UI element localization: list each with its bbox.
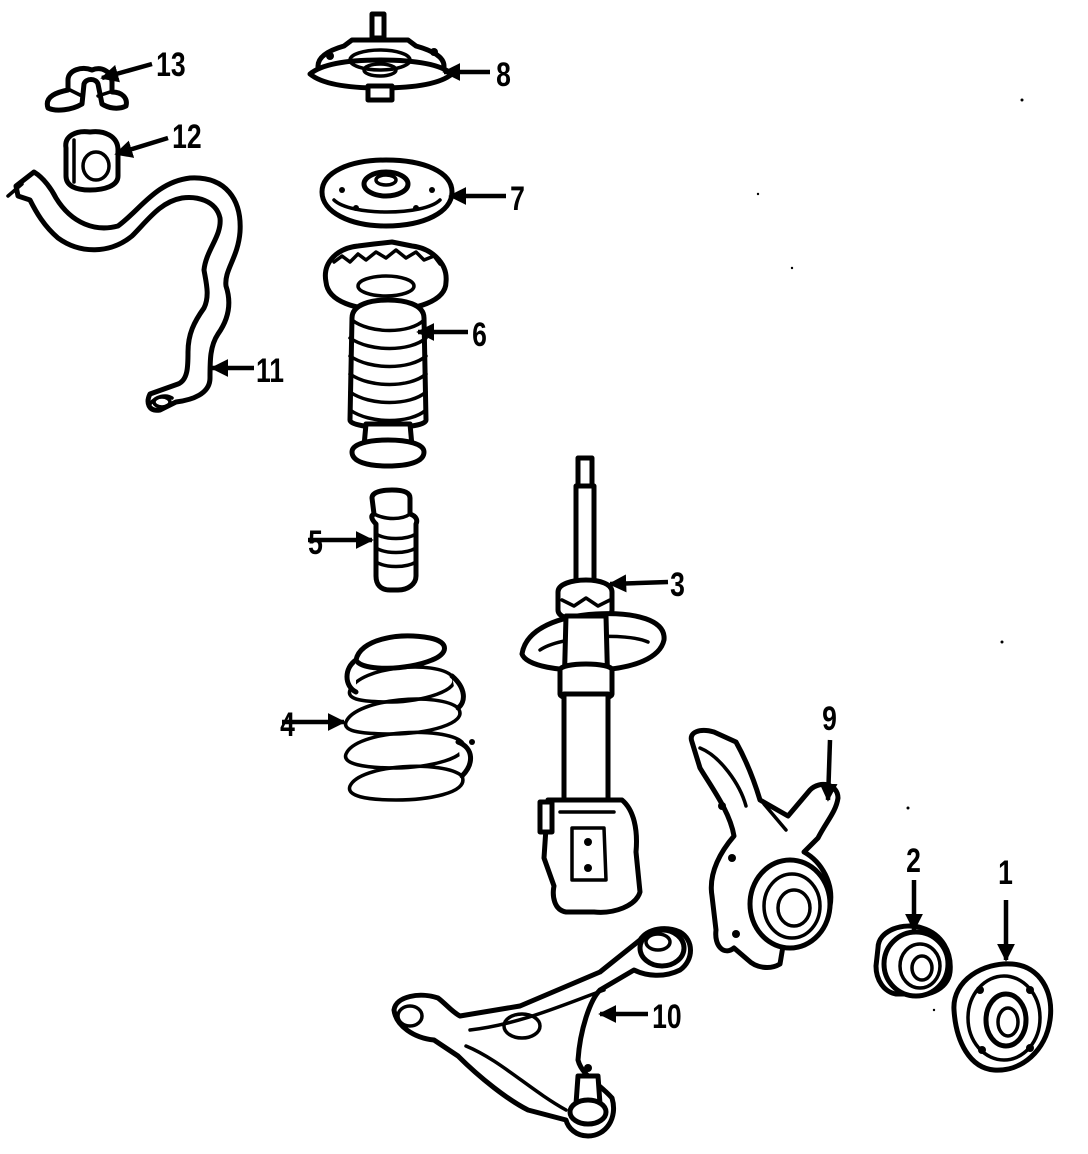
part-9-steering-knuckle bbox=[688, 727, 841, 970]
callout-12: 12 bbox=[172, 118, 202, 156]
part-11-stabilizer-bar bbox=[6, 169, 243, 413]
part-7-upper-spring-seat bbox=[319, 157, 455, 229]
part-3-strut-assembly bbox=[519, 455, 667, 915]
callout-1: 1 bbox=[998, 854, 1013, 892]
leader-lines bbox=[100, 61, 1015, 1023]
callout-4: 4 bbox=[280, 706, 295, 744]
callout-5: 5 bbox=[308, 524, 323, 562]
part-1-wheel-hub bbox=[951, 961, 1054, 1073]
callout-13: 13 bbox=[156, 46, 186, 84]
callout-2: 2 bbox=[906, 842, 921, 880]
part-6-dust-boot bbox=[322, 239, 449, 469]
callout-3: 3 bbox=[670, 566, 685, 604]
callout-labels: 1 2 3 4 5 6 7 8 9 10 11 12 13 bbox=[156, 46, 1013, 1036]
part-4-coil-spring bbox=[343, 633, 475, 802]
part-10-lower-control-arm bbox=[391, 926, 693, 1139]
callout-11: 11 bbox=[256, 352, 284, 390]
part-2-wheel-bearing bbox=[873, 923, 953, 999]
leader-12 bbox=[114, 135, 169, 158]
callout-8: 8 bbox=[496, 56, 511, 94]
callout-7: 7 bbox=[510, 180, 525, 218]
part-5-bump-stop bbox=[369, 487, 420, 593]
part-8-strut-mount bbox=[307, 11, 455, 103]
leader-3 bbox=[608, 574, 669, 593]
part-12-stabilizer-bushing bbox=[63, 129, 121, 193]
callout-10: 10 bbox=[652, 998, 682, 1036]
leader-13 bbox=[100, 61, 153, 83]
callout-6: 6 bbox=[472, 316, 487, 354]
leader-9 bbox=[819, 739, 838, 802]
scan-specks bbox=[756, 98, 1024, 1012]
callout-9: 9 bbox=[822, 700, 837, 738]
